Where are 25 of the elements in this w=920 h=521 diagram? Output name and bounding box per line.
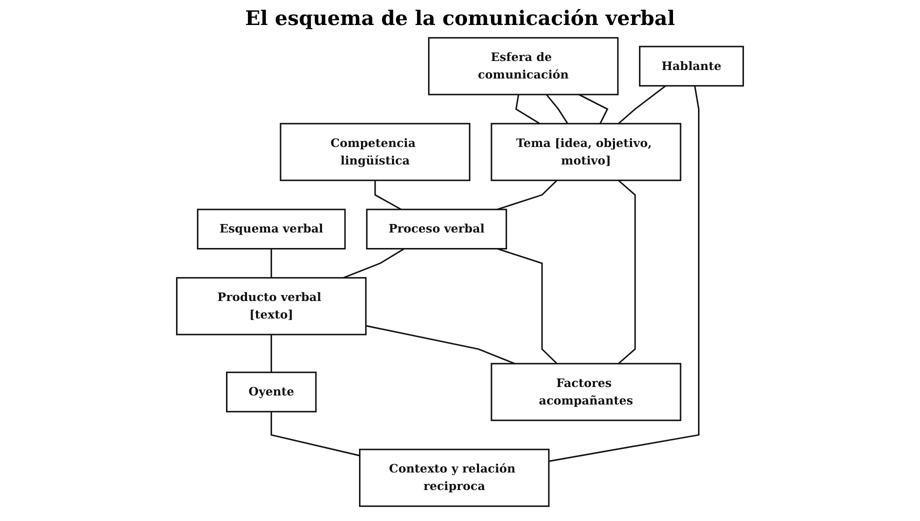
connector	[546, 94, 568, 124]
connector	[270, 412, 360, 456]
node-box: Esquema verbal	[196, 208, 346, 250]
diagram-title: El esquema de la comunicación verbal	[244, 6, 676, 30]
connector	[270, 248, 272, 278]
node-box: Hablante	[638, 46, 744, 87]
connector	[366, 325, 516, 364]
connector	[618, 180, 636, 364]
node-box: Factores acompañantes	[490, 362, 682, 422]
node-box: Competencia lingüística	[280, 122, 470, 182]
connector	[496, 180, 558, 210]
node-box: Producto verbal [texto]	[176, 277, 367, 336]
connector	[343, 248, 405, 278]
connector	[374, 180, 402, 210]
connector	[270, 334, 272, 372]
node-box: Tema [idea, objetivo, motivo]	[490, 122, 682, 182]
node-box: Esfera de comunicación	[428, 37, 619, 96]
node-box: Proceso verbal	[366, 208, 508, 250]
connector	[578, 94, 608, 124]
connector	[618, 85, 666, 124]
connector	[548, 86, 700, 462]
node-box: Contexto y relación reciproca	[359, 448, 550, 507]
connector	[496, 248, 558, 364]
node-box: Oyente	[226, 372, 317, 412]
connector	[515, 94, 540, 124]
